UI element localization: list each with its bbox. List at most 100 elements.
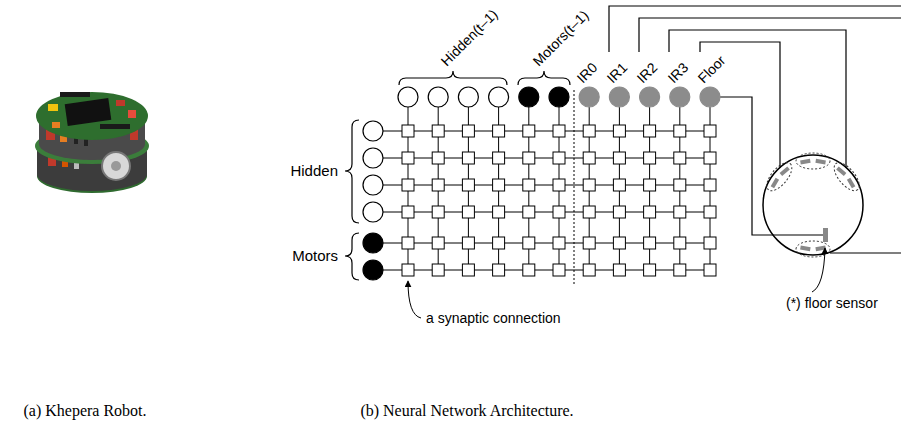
synapse-square: [493, 264, 505, 276]
input-neuron: [579, 87, 599, 107]
synapse-square: [402, 152, 414, 164]
synapse-square: [583, 125, 595, 137]
synapse-square: [583, 264, 595, 276]
ir-sensor: [771, 178, 779, 189]
synapse-square: [674, 125, 686, 137]
synapse-square: [462, 152, 474, 164]
ir-sensor: [815, 159, 826, 165]
robot-wheel: [111, 161, 121, 171]
synapse-square: [402, 237, 414, 249]
robot-outline: [763, 155, 863, 255]
synapse-square: [462, 206, 474, 218]
output-neuron: [363, 233, 383, 253]
synapse-square: [644, 237, 656, 249]
synapse-square: [523, 125, 535, 137]
sensor-wire: [720, 97, 823, 235]
input-neuron: [549, 87, 569, 107]
leader-arrow: [812, 248, 825, 292]
group-brace: [518, 71, 570, 85]
input-neuron: [670, 87, 690, 107]
synapse-square: [583, 237, 595, 249]
synapse-square: [402, 264, 414, 276]
synapse-square: [523, 237, 535, 249]
separator-line: [574, 90, 575, 286]
synapse-square: [462, 264, 474, 276]
synapse-square: [583, 152, 595, 164]
group-brace: [345, 120, 359, 223]
robot-component: [48, 104, 58, 111]
synapse-square: [674, 179, 686, 191]
sensor-group-outline: [762, 159, 796, 195]
input-neuron: [398, 87, 418, 107]
synapse-square: [432, 264, 444, 276]
synapse-square: [644, 125, 656, 137]
layer-group-label: Motors: [292, 247, 338, 264]
synapse-square: [523, 152, 535, 164]
synapse-square: [553, 206, 565, 218]
output-neuron: [363, 202, 383, 222]
input-neuron: [458, 87, 478, 107]
subfigure-caption: (b) Neural Network Architecture.: [360, 402, 573, 420]
synapse-square: [523, 264, 535, 276]
synapse-square: [704, 179, 716, 191]
sensor-wire: [609, 6, 901, 52]
output-neuron: [363, 121, 383, 141]
output-neuron: [363, 175, 383, 195]
group-brace: [345, 233, 359, 280]
robot-chip: [65, 98, 112, 126]
synapse-square: [613, 179, 625, 191]
input-neuron: [640, 87, 660, 107]
synapse-square: [462, 125, 474, 137]
synapse-square: [462, 179, 474, 191]
synapse-square: [523, 206, 535, 218]
synapse-square: [402, 179, 414, 191]
synapse-square: [674, 237, 686, 249]
synapse-square: [493, 152, 505, 164]
sensor-input-label: IR0: [574, 59, 601, 86]
ir-sensor: [800, 245, 811, 251]
synapse-square: [613, 264, 625, 276]
sensor-group-outline: [830, 159, 864, 195]
synapse-square: [674, 152, 686, 164]
synapse-square: [644, 206, 656, 218]
synapse-square: [402, 125, 414, 137]
sensor-wire: [639, 18, 901, 52]
synapse-square: [432, 179, 444, 191]
robot-component: [52, 122, 60, 128]
synapse-square: [493, 237, 505, 249]
input-neuron: [428, 87, 448, 107]
sensor-wire: [830, 252, 901, 253]
synapse-square: [613, 152, 625, 164]
synapse-square: [644, 152, 656, 164]
annotation-label: a synaptic connection: [426, 310, 561, 326]
synapse-square: [553, 152, 565, 164]
synapse-square: [644, 264, 656, 276]
input-neuron: [519, 87, 539, 107]
leader-arrow: [408, 281, 421, 318]
synapse-square: [523, 179, 535, 191]
input-neuron: [700, 87, 720, 107]
synapse-square: [613, 125, 625, 137]
robot-connector: [60, 92, 90, 97]
group-brace: [399, 71, 507, 85]
sensor-input-label: Floor: [695, 52, 729, 86]
synapse-square: [493, 206, 505, 218]
synapse-square: [493, 125, 505, 137]
ir-sensor: [836, 167, 846, 176]
robot-board: [36, 92, 148, 140]
synapse-square: [553, 179, 565, 191]
synapse-square: [553, 237, 565, 249]
synapse-square: [704, 206, 716, 218]
synapse-square: [644, 179, 656, 191]
sensor-wire: [669, 30, 846, 168]
robot-connector: [100, 124, 130, 129]
robot-wheel: [102, 152, 130, 180]
synapse-square: [553, 125, 565, 137]
sensor-input-label: IR2: [634, 59, 661, 86]
sensor-group-outline: [796, 153, 830, 169]
synapse-square: [432, 125, 444, 137]
input-neuron: [489, 87, 509, 107]
robot-component: [116, 100, 125, 106]
robot-photo: [35, 92, 149, 193]
